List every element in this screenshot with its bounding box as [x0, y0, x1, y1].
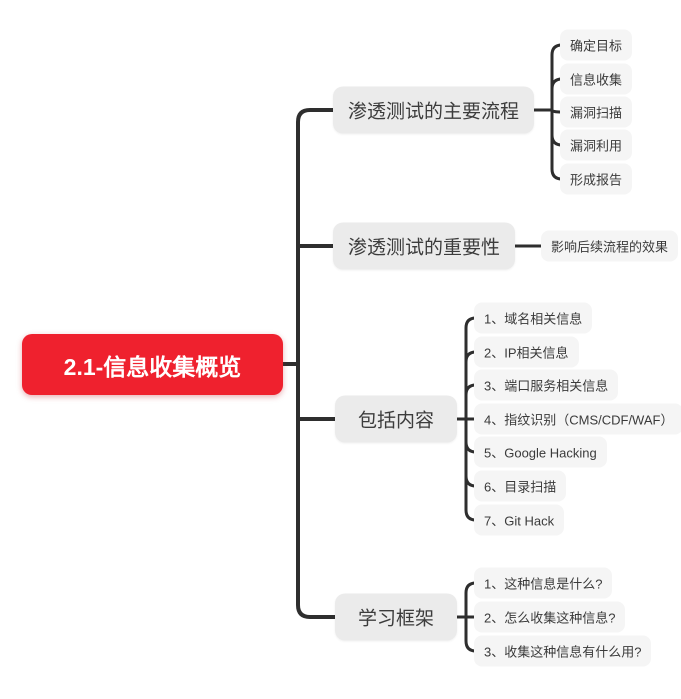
branch-node-importance[interactable]: 渗透测试的重要性 [333, 222, 516, 270]
child-node[interactable]: 3、端口服务相关信息 [474, 369, 619, 401]
child-node[interactable]: 漏洞扫描 [560, 96, 633, 128]
child-node[interactable]: 2、IP相关信息 [474, 336, 579, 368]
child-node[interactable]: 漏洞利用 [560, 129, 633, 161]
branch-node-main-process[interactable]: 渗透测试的主要流程 [333, 86, 535, 134]
trunk-line [296, 108, 342, 619]
child-node[interactable]: 3、收集这种信息有什么用? [474, 635, 652, 667]
child-node[interactable]: 形成报告 [560, 163, 633, 195]
child-node[interactable]: 5、Google Hacking [474, 436, 607, 468]
child-node[interactable]: 6、目录扫描 [474, 470, 567, 502]
child-node[interactable]: 1、域名相关信息 [474, 302, 593, 334]
child-node[interactable]: 确定目标 [560, 29, 633, 61]
child-node[interactable]: 2、怎么收集这种信息? [474, 601, 626, 633]
branch3-child7-line [464, 417, 478, 522]
child-node[interactable]: 影响后续流程的效果 [541, 230, 679, 262]
root-node[interactable]: 2.1-信息收集概览 [22, 334, 283, 395]
child-node[interactable]: 1、这种信息是什么? [474, 567, 613, 599]
branch-node-content[interactable]: 包括内容 [335, 395, 458, 443]
branch-node-learning-framework[interactable]: 学习框架 [335, 593, 458, 641]
child-node[interactable]: 7、Git Hack [474, 504, 565, 536]
child-node[interactable]: 4、指纹识别（CMS/CDF/WAF） [474, 403, 681, 435]
child-node[interactable]: 信息收集 [560, 63, 633, 95]
